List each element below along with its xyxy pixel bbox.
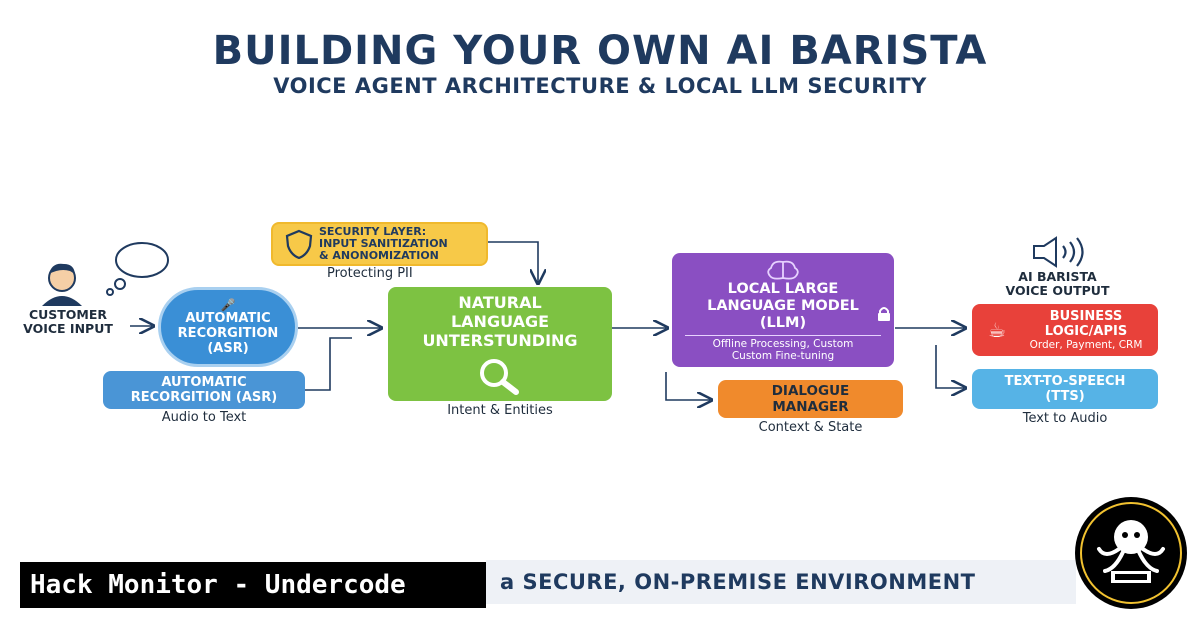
- dialogue-caption: Context & State: [758, 420, 863, 435]
- footer-banner-text: a SECURE, ON-PREMISE ENVIRONMENT: [500, 570, 976, 594]
- magnifier-icon: [480, 359, 519, 395]
- microphone-icon: 🎤: [220, 297, 236, 312]
- arrow-llm-to-tts: [935, 345, 964, 388]
- tts-node: TEXT-TO-SPEECH (TTS): [972, 369, 1158, 409]
- llm-node: LOCAL LARGE LANGUAGE MODEL (LLM) Offline…: [672, 253, 894, 367]
- customer-icon: [42, 242, 169, 306]
- asr-caption: Audio to Text: [161, 410, 247, 425]
- asr-box-node: AUTOMATIC RECORGITION (ASR): [103, 371, 305, 409]
- octopus-logo: [1075, 497, 1187, 609]
- arrow-llm-to-dialogue: [665, 372, 710, 400]
- business-logic-node: ☕ BUSINESS LOGIC/APIS Order, Payment, CR…: [972, 304, 1158, 356]
- brand-label: Hack Monitor - Undercode: [20, 562, 486, 608]
- lock-icon: [876, 306, 892, 322]
- nlu-node: NATURAL LANGUAGE UNTERSTUNDING: [388, 287, 612, 401]
- arrow-asrbox-to-nlu: [305, 337, 352, 391]
- page-subtitle: VOICE AGENT ARCHITECTURE & LOCAL LLM SEC…: [273, 74, 927, 98]
- coffee-cup-icon: ☕: [988, 318, 1006, 342]
- page-title: BUILDING YOUR OWN AI BARISTA: [212, 28, 988, 74]
- speaker-icon: [1033, 236, 1084, 268]
- asr-circle-node: 🎤 AUTOMATIC RECORGITION (ASR): [158, 287, 298, 367]
- security-caption: Protecting PII: [327, 266, 413, 281]
- dialogue-manager-node: DIALOGUE MANAGER: [718, 380, 903, 418]
- tts-caption: Text to Audio: [1022, 411, 1108, 426]
- footer-band: [486, 560, 1076, 604]
- security-layer-node: SECURITY LAYER: INPUT SANITIZATION & ANO…: [271, 222, 488, 266]
- brain-icon: [767, 260, 799, 280]
- arrow-security-to-nlu: [488, 241, 538, 282]
- nlu-caption: Intent & Entities: [447, 403, 553, 418]
- shield-icon: [285, 229, 313, 259]
